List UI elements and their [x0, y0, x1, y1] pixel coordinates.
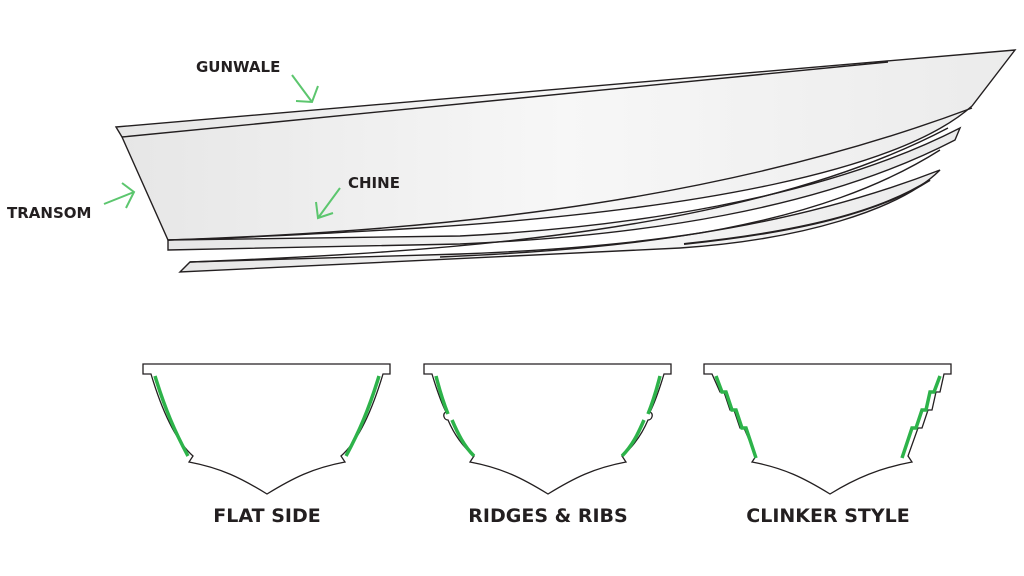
keel-line — [683, 179, 931, 245]
gunwale-line — [121, 61, 889, 138]
section-flat-side — [142, 363, 391, 495]
section-label-flat-side: FLAT SIDE — [213, 505, 320, 527]
gunwale-label: GUNWALE — [196, 58, 280, 76]
strake-line-1 — [189, 127, 949, 263]
gunwale-arrow-icon — [291, 74, 319, 104]
section-label-clinker-style: CLINKER STYLE — [746, 505, 909, 527]
section-label-ridges-ribs: RIDGES & RIBS — [468, 505, 627, 527]
hull-side — [114, 49, 1017, 241]
strake-line-2 — [439, 149, 941, 258]
boat-side-view — [114, 49, 1017, 273]
section-ridges-ribs — [423, 363, 672, 495]
section-clinker-style — [703, 363, 952, 495]
chine-label: CHINE — [348, 174, 400, 192]
chine-arrow-icon — [315, 187, 341, 220]
transom-arrow-icon — [103, 182, 136, 209]
transom-label: TRANSOM — [7, 204, 91, 222]
chine-strake — [167, 126, 962, 251]
chine-line — [167, 107, 973, 241]
